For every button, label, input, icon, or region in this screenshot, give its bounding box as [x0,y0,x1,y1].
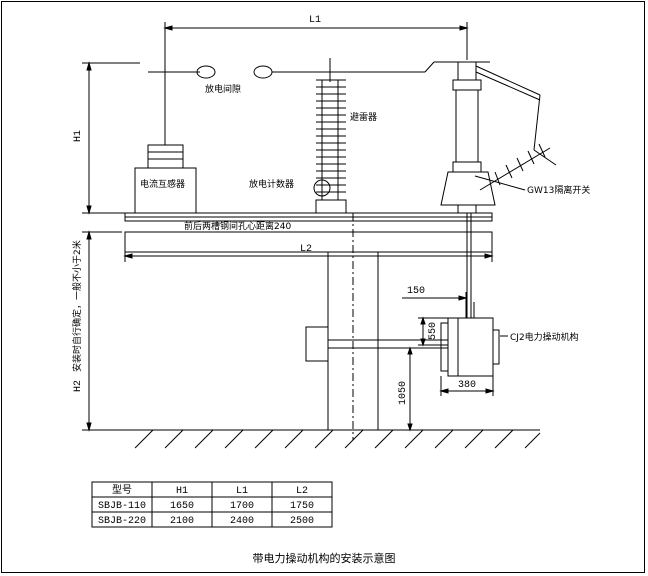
dimension-l2 [123,252,494,262]
discharge-gap-conductor [253,61,490,79]
switch-leader [474,175,526,191]
table-header-model: 型号 [112,483,132,497]
dimension-550 [418,316,448,347]
table-header-l1: L1 [236,486,248,497]
dimension-h2 [82,230,130,432]
dim-1050: 1050 [398,381,409,405]
table-cell: 2500 [290,516,314,527]
support-pole [305,213,448,440]
parameter-table-grid [91,481,333,528]
dimension-380 [439,376,495,396]
base-beam [124,212,493,253]
table-cell: 1700 [230,501,254,512]
label-mechanism: CJ2电力操动机构 [510,331,579,343]
h1-label: H1 [73,130,84,142]
table-cell: 2400 [230,516,254,527]
dim-380: 380 [458,380,476,391]
ground [125,429,541,449]
parameter-table: 型号 H1 L1 L2 SBJB-110 1650 1700 1750 SBJB… [98,483,314,527]
table-cell: 1650 [170,501,194,512]
dimension-150 [402,292,468,303]
diagram-caption: 带电力操动机构的安装示意图 [253,551,396,565]
h2-note: 安装时自行确定，一般不小于2米 [71,240,83,372]
dimension-1050 [404,346,416,432]
dimension-h1 [82,61,140,215]
label-arrester: 避雷器 [350,111,377,123]
label-mount-holes: 前后两槽钢间孔心距离240 [184,220,291,232]
disconnect-switch [440,61,557,318]
cj2-mechanism [440,302,500,377]
table-header-h1: H1 [176,486,188,497]
table-cell: 2100 [170,516,194,527]
table-cell: SBJB-220 [98,516,146,527]
h2-label: H2 [73,380,84,392]
label-discharge-counter: 放电计数器 [249,178,294,190]
table-cell: 1750 [290,501,314,512]
dim-150: 150 [407,286,425,297]
l2-label: L2 [300,244,312,255]
label-switch: GW13隔离开关 [527,184,590,196]
label-discharge-gap: 放电间隙 [205,83,241,95]
label-current-transformer: 电流互感器 [140,178,185,190]
current-transformer [134,60,216,214]
table-cell: SBJB-110 [98,501,146,512]
dim-550: 550 [428,322,439,340]
table-header-l2: L2 [296,486,308,497]
lightning-arrester [313,58,347,214]
l1-label: L1 [309,15,321,26]
dimension-l1 [163,22,469,60]
